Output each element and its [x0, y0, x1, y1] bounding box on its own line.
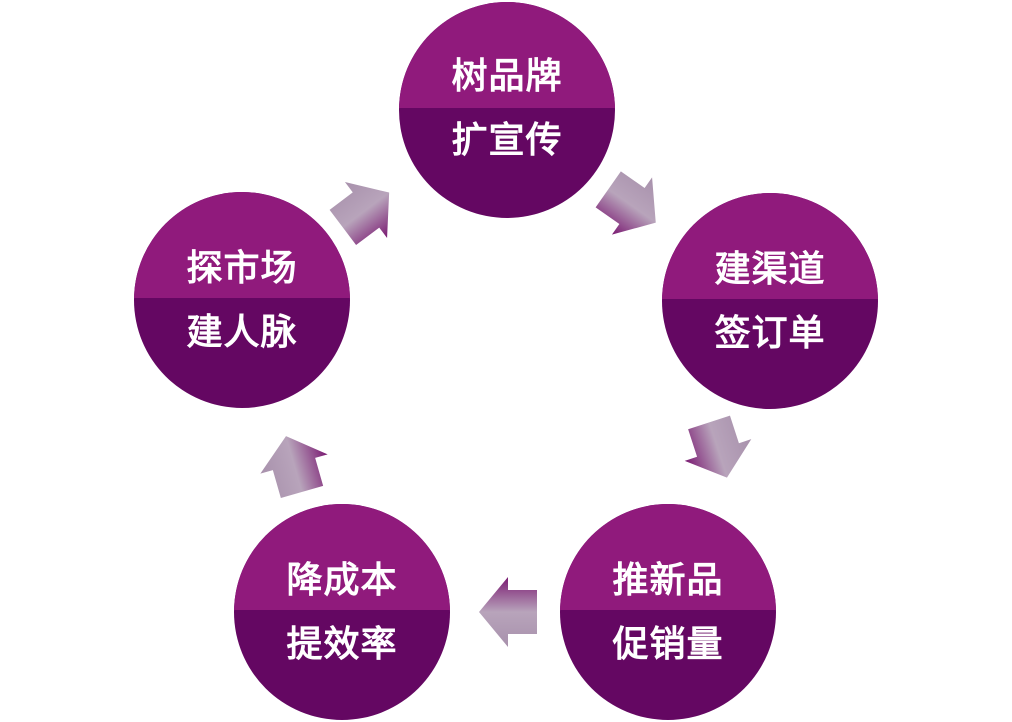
- arrow-icon: [260, 436, 328, 498]
- node-label-line2: 签订单: [714, 313, 825, 354]
- node-label-line2: 促销量: [611, 624, 723, 665]
- node-label-line1: 建渠道: [714, 249, 825, 290]
- node-circle-top: [234, 504, 450, 610]
- node-label-line1: 探市场: [186, 248, 297, 289]
- node-channel: 建渠道 签订单: [662, 193, 878, 409]
- node-label-line1: 降成本: [286, 560, 397, 601]
- arrow-channel-to-product: [684, 415, 752, 478]
- node-label-line1: 推新品: [612, 560, 723, 601]
- node-product: 推新品 促销量: [560, 504, 776, 720]
- node-circle-top: [134, 192, 350, 298]
- node-label-line1: 树品牌: [451, 56, 562, 97]
- arrow-cost-to-market: [260, 436, 328, 498]
- arrow-icon: [479, 577, 537, 647]
- node-label-line2: 建人脉: [186, 312, 297, 353]
- node-label-line2: 扩宣传: [451, 120, 562, 161]
- arrows-layer: [260, 171, 752, 647]
- node-cost: 降成本 提效率: [234, 504, 450, 720]
- node-circle-top: [399, 2, 615, 108]
- arrow-market-to-brand: [329, 182, 390, 246]
- arrow-brand-to-channel: [595, 171, 656, 235]
- node-label-line2: 提效率: [286, 624, 397, 665]
- node-circle-top: [662, 193, 878, 299]
- arrow-icon: [595, 171, 656, 235]
- arrow-icon: [684, 415, 752, 478]
- node-market: 探市场 建人脉: [134, 192, 350, 408]
- arrow-product-to-cost: [479, 577, 537, 647]
- arrow-icon: [329, 182, 390, 246]
- node-brand: 树品牌 扩宣传: [399, 2, 615, 218]
- node-circle-top: [560, 504, 776, 610]
